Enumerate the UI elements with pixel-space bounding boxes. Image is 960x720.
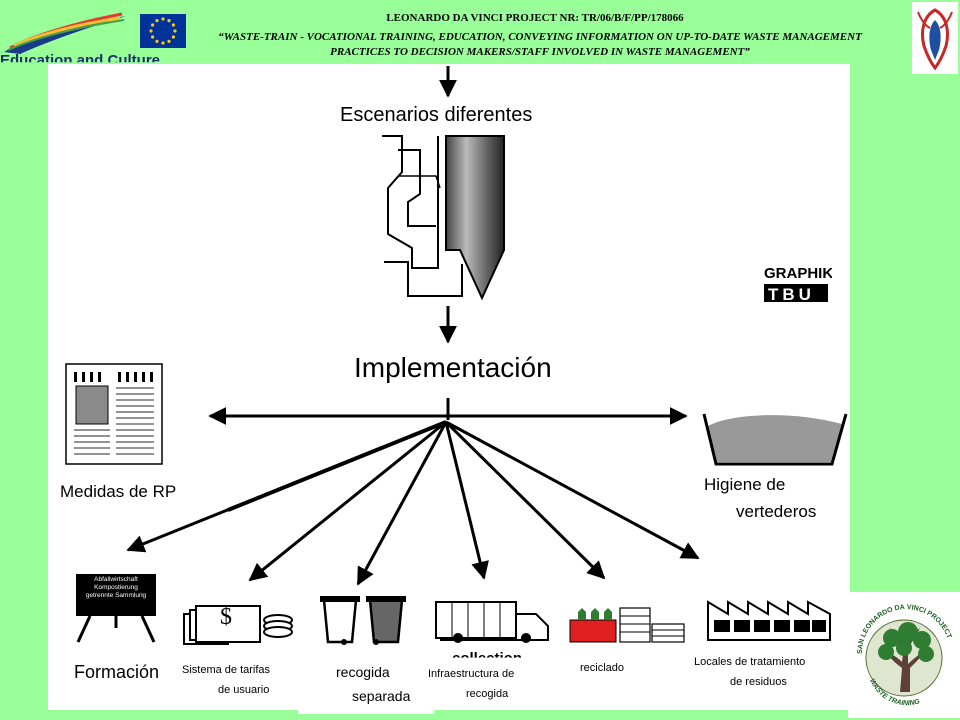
blackboard-line: getrennte Sammlung (85, 592, 147, 599)
blackboard-line: Abfallwirtschaft (94, 576, 138, 583)
landfill-illustration (702, 413, 848, 466)
eu-swoosh-logo (4, 12, 126, 54)
locales-label-line1: Locales de tratamiento (694, 656, 806, 668)
eu-flag-logo (140, 14, 186, 48)
higiene-label-line2: vertederos (736, 502, 817, 521)
blackboard-illustration (76, 574, 156, 643)
scenario-illustration (382, 135, 505, 301)
recogida-label-line2: separada (352, 688, 411, 704)
dollar-sign: $ (220, 604, 232, 630)
blackboard-line: Kompostierung (94, 584, 138, 591)
san-leonardo-logo: SAN LEONARDO DA VINCI PROJECT WASTE TRAI… (848, 592, 960, 718)
tarifas-label-line1: Sistema de tarifas (182, 664, 271, 676)
collection-label: collection (452, 650, 522, 658)
project-subtitle: “WASTE-TRAIN - VOCATIONAL TRAINING, EDUC… (218, 31, 862, 58)
eu-programme-text: Education and Culture (0, 52, 161, 69)
medidas-label: Medidas de RP (60, 482, 177, 501)
graphik-bottom-text: TBU (768, 285, 815, 304)
recogida-label-line1: recogida (336, 664, 390, 680)
bins-illustration (298, 596, 434, 714)
implementation-label: Implementación (354, 352, 552, 383)
reciclado-label: reciclado (580, 662, 625, 674)
truck-illustration (435, 601, 549, 643)
fan-arrows (126, 420, 700, 586)
blackboard-text: Abfallwirtschaft Kompostierung getrennte… (78, 576, 154, 600)
recycling-illustration (569, 607, 685, 643)
document-illustration (65, 363, 163, 465)
formacion-label: Formación (74, 662, 160, 682)
emblem-logo (912, 2, 958, 74)
locales-label-line2: de residuos (730, 676, 787, 688)
higiene-label-line1: Higiene de (704, 475, 786, 494)
factory-illustration (707, 600, 831, 641)
infra-label-line1: Infraestructura de (428, 668, 515, 680)
scenarios-label: Escenarios diferentes (340, 104, 533, 126)
project-title: LEONARDO DA VINCI PROJECT NR: TR/06/B/F/… (386, 12, 684, 24)
infra-label-line2: recogida (466, 688, 509, 700)
graphik-tbu-logo: GRAPHIK TBU (762, 262, 833, 306)
graphik-top-text: GRAPHIK (764, 265, 832, 282)
tarifas-label-line2: de usuario (218, 684, 270, 696)
money-illustration (183, 605, 293, 645)
